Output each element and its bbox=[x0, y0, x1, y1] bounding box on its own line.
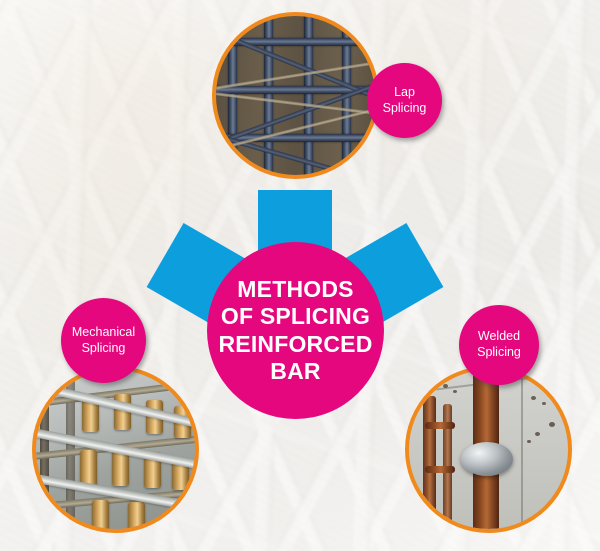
photo-mechanical-splicing[interactable] bbox=[32, 366, 199, 533]
photo-lap-inner bbox=[216, 16, 375, 175]
badge-lap-splicing[interactable]: Lap Splicing bbox=[367, 63, 442, 138]
badge-mechanical-label: Mechanical Splicing bbox=[71, 324, 136, 355]
photo-welded-inner bbox=[409, 370, 568, 529]
badge-lap-label: Lap Splicing bbox=[382, 84, 427, 115]
photo-mechanical-inner bbox=[36, 370, 195, 529]
badge-welded-label: Welded Splicing bbox=[477, 329, 521, 359]
badge-welded-splicing[interactable]: Welded Splicing bbox=[459, 305, 539, 385]
hub-circle: METHODS OF SPLICING REINFORCED BAR bbox=[207, 242, 384, 419]
badge-mechanical-splicing[interactable]: Mechanical Splicing bbox=[61, 298, 146, 383]
photo-welded-splicing[interactable] bbox=[405, 366, 572, 533]
photo-lap-splicing[interactable] bbox=[212, 12, 379, 179]
hub-title: METHODS OF SPLICING REINFORCED BAR bbox=[218, 275, 373, 384]
